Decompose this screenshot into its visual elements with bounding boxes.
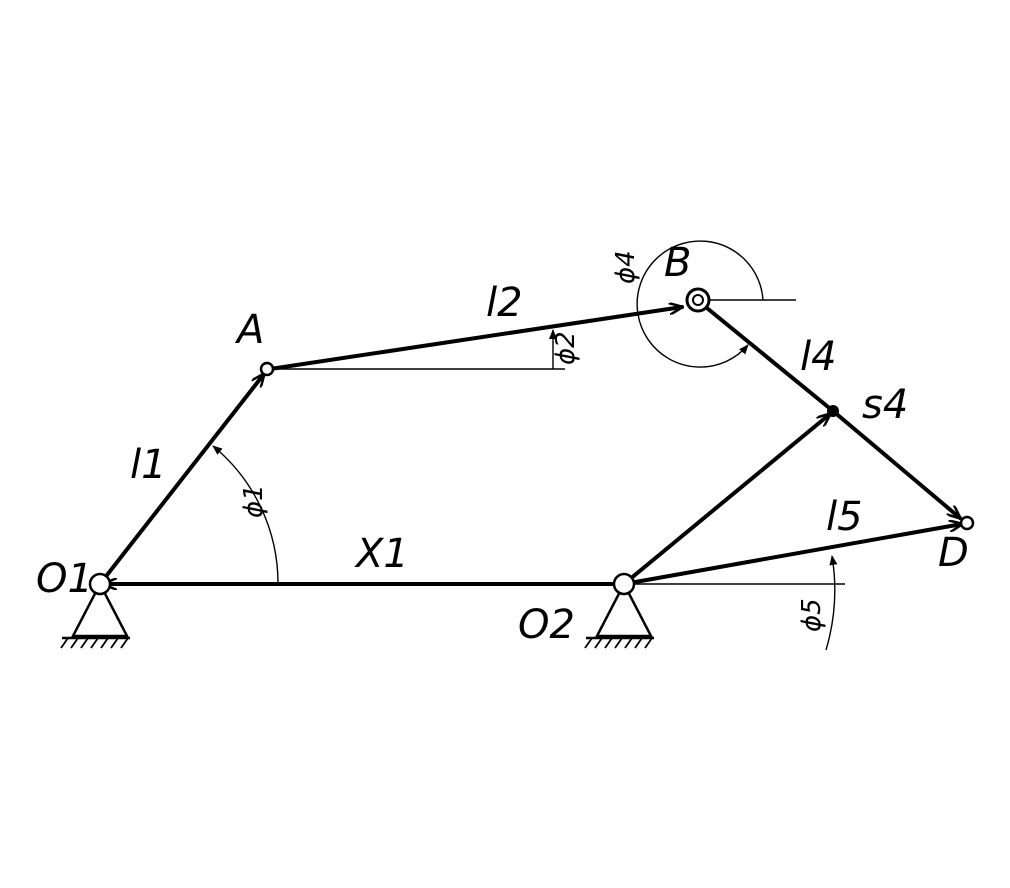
link-o2-s4 (622, 414, 830, 586)
angle-arc-phi1 (212, 445, 279, 585)
label-l2: l2 (486, 280, 523, 326)
label-phi1: ϕ1 (239, 484, 269, 518)
label-x1: X1 (354, 531, 409, 577)
link-l4 (700, 302, 835, 413)
label-l5: l5 (826, 494, 863, 540)
link-l5 (622, 524, 962, 586)
ground-support-o2 (584, 581, 654, 649)
ground-support-o1 (60, 581, 130, 649)
label-a: A (234, 307, 264, 353)
point-s4 (827, 405, 839, 417)
joint-o2 (612, 572, 636, 596)
label-phi4: ϕ4 (611, 250, 641, 284)
label-o2: O2 (518, 602, 575, 648)
label-b: B (664, 240, 691, 286)
angle-arc-phi4 (636, 240, 764, 368)
link-s4-d (831, 409, 960, 518)
link-l2 (268, 307, 684, 371)
joint-o1 (88, 572, 112, 596)
label-l4: l4 (800, 334, 837, 380)
joint-a (259, 361, 275, 377)
link-l1 (98, 374, 264, 586)
label-d: D (938, 530, 969, 576)
angle-arc-phi5 (825, 555, 838, 651)
label-o1: O1 (36, 556, 93, 602)
label-s4: s4 (862, 382, 908, 428)
joint-d (959, 515, 975, 531)
label-phi5: ϕ5 (797, 598, 827, 632)
label-l1: l1 (130, 442, 167, 488)
joint-b (685, 287, 711, 313)
label-phi2: ϕ2 (551, 331, 581, 365)
